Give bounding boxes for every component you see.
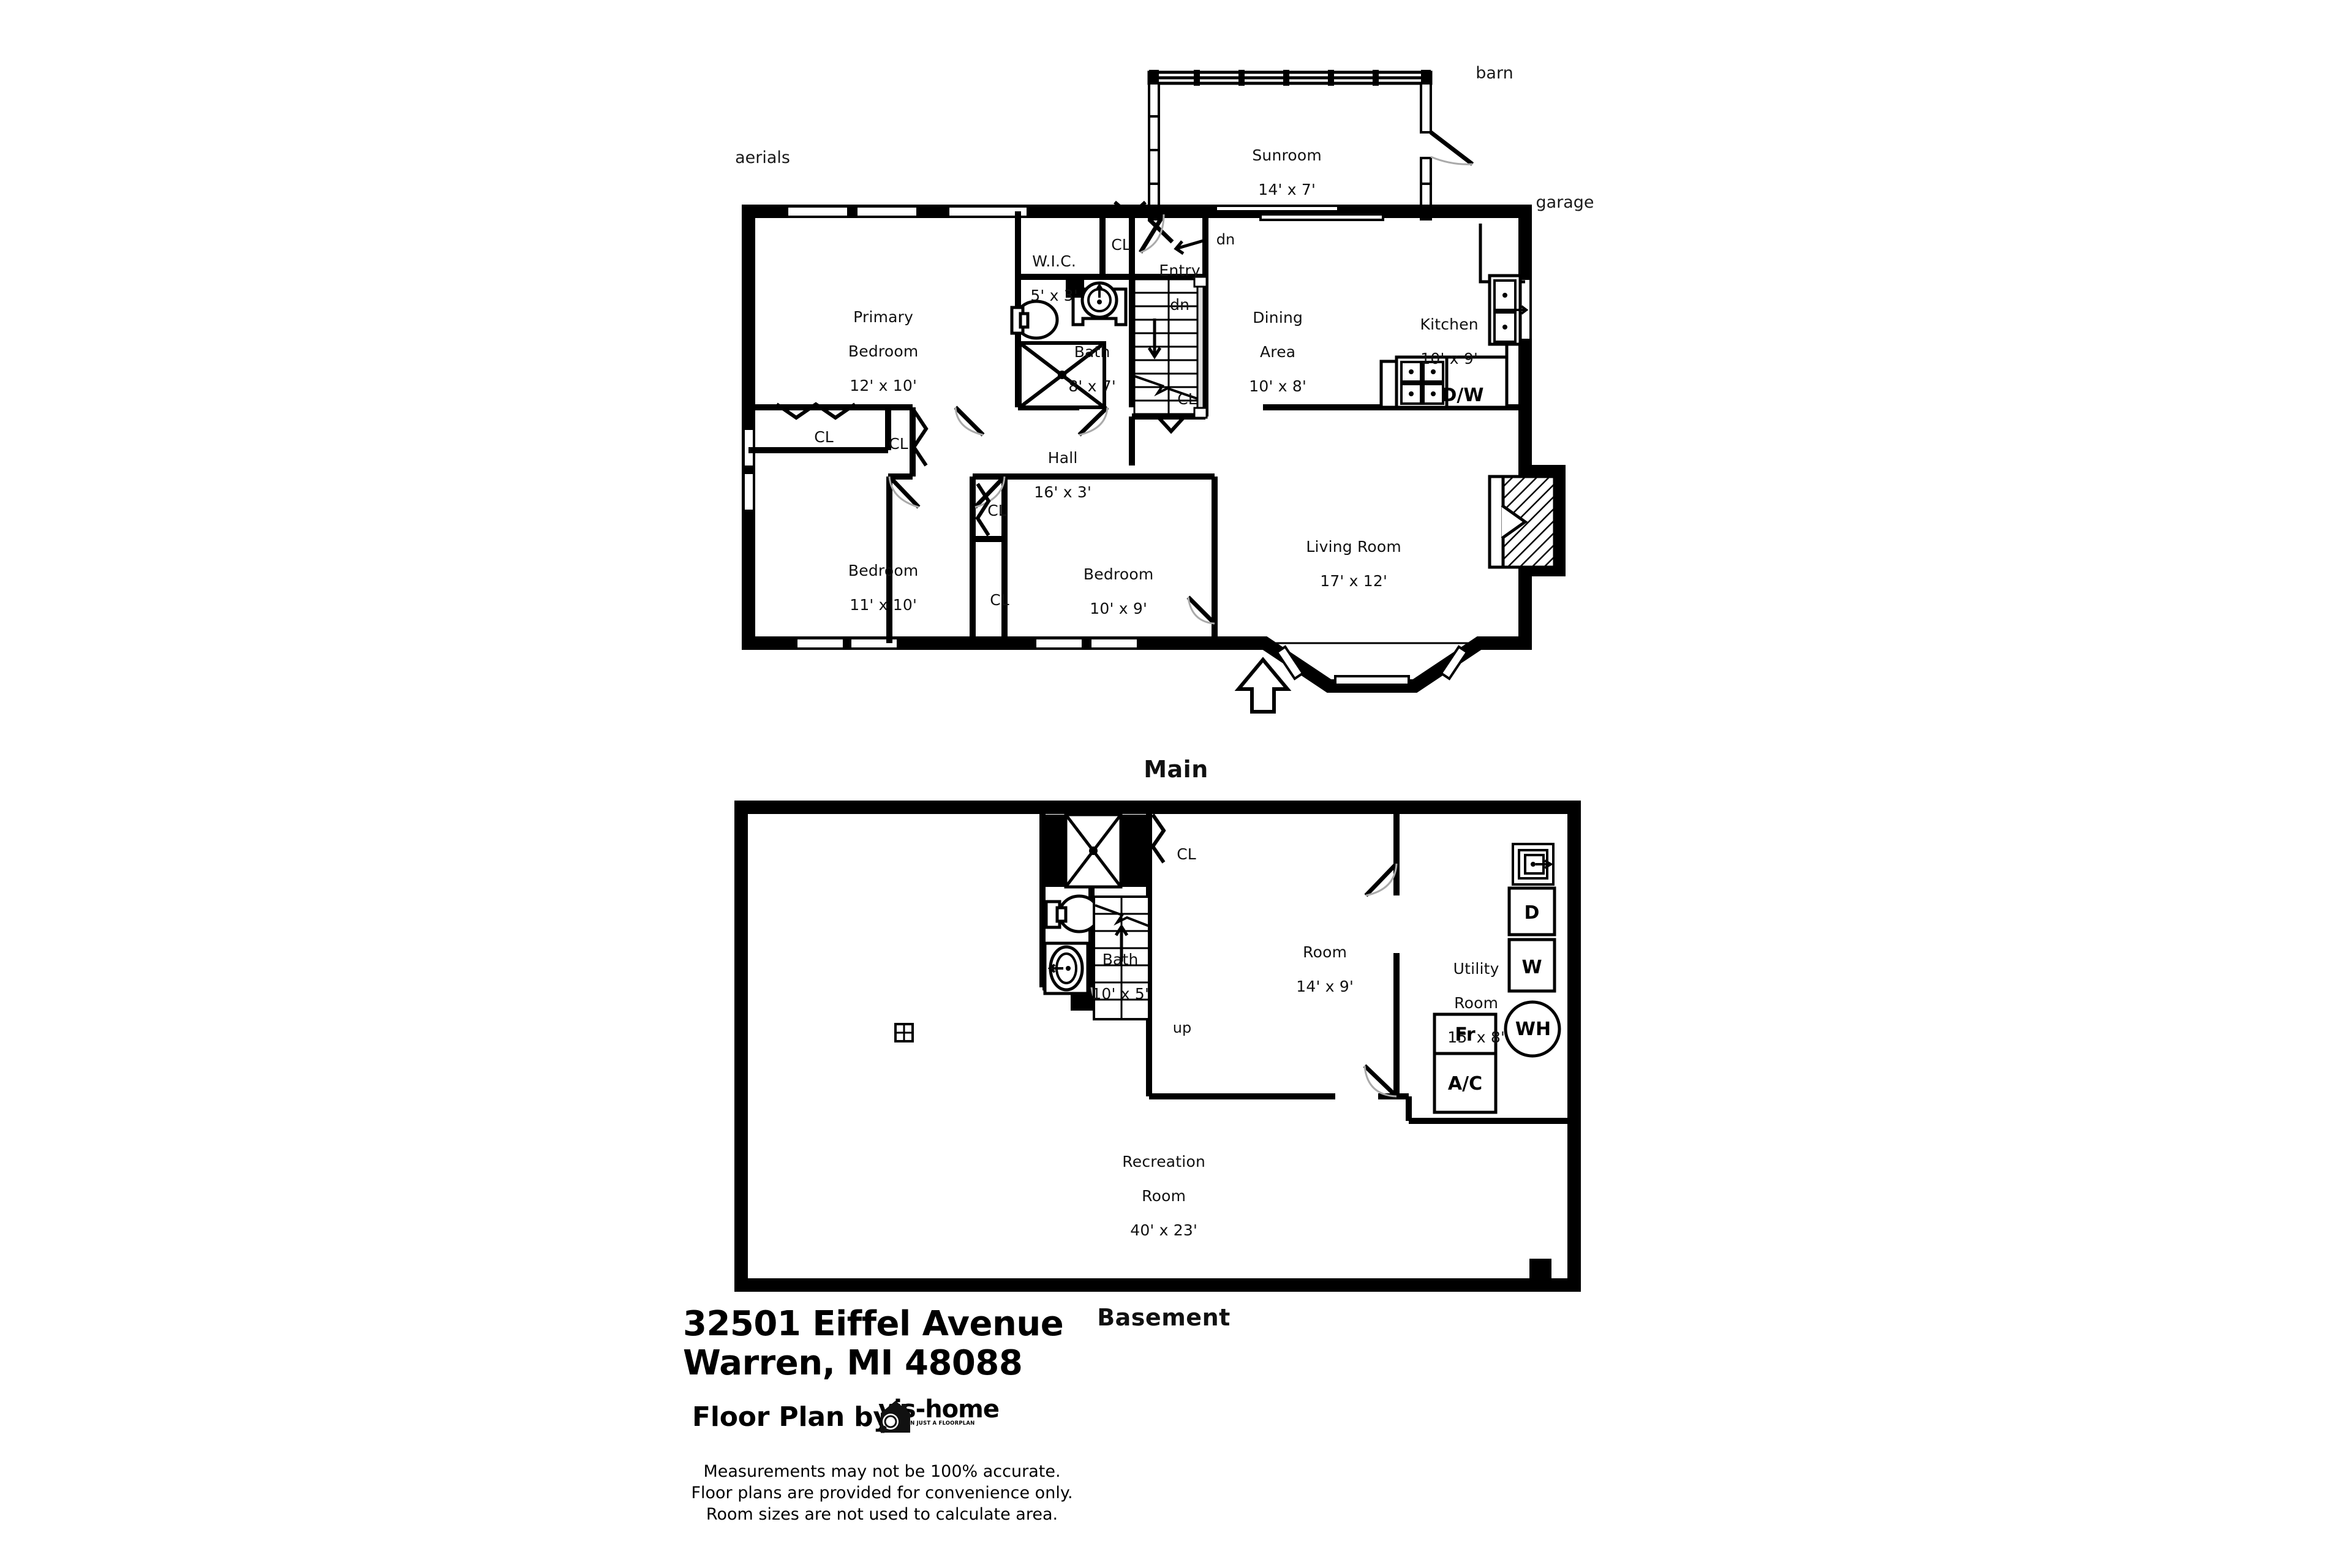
main-bath-fixtures <box>1010 277 1128 409</box>
room-name-line2: Bedroom <box>848 342 919 360</box>
room-name: Bedroom <box>1083 565 1154 583</box>
closet-label-bedroom-lower: CL <box>990 591 1009 609</box>
room-name-line2: Room <box>1142 1187 1186 1205</box>
room-name: Sunroom <box>1252 146 1322 164</box>
closet-label-wic-side: CL <box>1111 236 1131 254</box>
disclaimer-line-3: Room sizes are not used to calculate are… <box>706 1505 1058 1525</box>
vis-home-logo: vis-home MORE THAN JUST A FLOORPLAN <box>878 1397 1000 1433</box>
appliance-label-ac: A/C <box>1447 1073 1483 1095</box>
room-name-line1: Primary <box>853 308 914 326</box>
room-name-line2: Area <box>1259 343 1296 361</box>
room-label-bedroom-10x9: Bedroom 10' x 9' <box>1052 549 1175 617</box>
house-logo-icon <box>880 1401 910 1433</box>
room-dims: 11' x 10' <box>850 596 918 614</box>
room-dims: 40' x 23' <box>1130 1221 1198 1239</box>
basement-stairs <box>1093 895 1150 1020</box>
main-stairs <box>1133 276 1208 419</box>
room-name-line1: Recreation <box>1122 1153 1205 1170</box>
room-label-entry: Entry dn <box>1138 245 1212 314</box>
room-dims: 14' x 7' <box>1258 181 1316 198</box>
room-name-line2: Room <box>1454 994 1499 1012</box>
room-name: Bath <box>1074 343 1110 361</box>
disclaimer-line-2: Floor plans are provided for convenience… <box>691 1483 1073 1503</box>
floor-plan-by-label: Floor Plan by <box>692 1401 891 1433</box>
context-label-barn: barn <box>1476 64 1513 83</box>
room-name: Living Room <box>1306 538 1401 556</box>
room-label-recreation-room: Recreation Room 40' x 23' <box>1085 1136 1232 1239</box>
room-label-primary-bedroom: Primary Bedroom 12' x 10' <box>817 292 940 394</box>
closet-label-left-hall: CL <box>814 428 834 446</box>
room-dims: 10' x 8' <box>1249 377 1307 395</box>
room-name: Kitchen <box>1420 315 1479 333</box>
appliance-label-water-heater: WH <box>1515 1019 1551 1040</box>
room-label-bedroom-11x10: Bedroom 11' x 10' <box>817 545 940 614</box>
appliance-label-dishwasher: D/W <box>1441 385 1484 406</box>
closet-label-stairs: CL <box>1177 390 1197 408</box>
room-label-living-room: Living Room 17' x 12' <box>1275 521 1422 590</box>
room-name-line1: Dining <box>1253 309 1303 326</box>
floor-label-main: Main <box>1144 756 1208 783</box>
basement-walls <box>734 801 1581 1292</box>
appliance-label-washer: W <box>1521 957 1542 978</box>
closet-label-bedroom-upper: CL <box>987 502 1007 519</box>
room-label-bath-main: Bath 8' x 7' <box>1038 326 1136 395</box>
basement-bath-fixtures <box>1043 894 1123 1019</box>
room-name: W.I.C. <box>1032 252 1077 270</box>
address-line-2: Warren, MI 48088 <box>683 1343 1023 1383</box>
logo-tagline: MORE THAN JUST A FLOORPLAN <box>878 1420 975 1427</box>
room-dims: 8' x 7' <box>1068 377 1116 395</box>
basement-doors <box>1363 862 1398 1098</box>
kitchen-fixtures <box>1379 224 1529 409</box>
appliance-label-dryer: D <box>1524 902 1540 924</box>
address-line-1: 32501 Eiffel Avenue <box>683 1304 1064 1344</box>
room-dims: 10' x 9' <box>1090 600 1148 617</box>
disclaimer-block: Measurements may not be 100% accurate. F… <box>662 1461 1102 1525</box>
room-dims: 10' x 5' <box>1091 985 1150 1003</box>
stair-note-up: up <box>1172 1019 1192 1036</box>
appliance-label-furnace: Fr <box>1455 1024 1476 1046</box>
room-label-kitchen: Kitchen 10' x 9' <box>1389 299 1499 368</box>
room-label-room-14x9: Room 14' x 9' <box>1259 927 1381 995</box>
room-name: Entry <box>1159 262 1200 279</box>
main-floor-doors <box>775 200 1216 625</box>
room-dims: 17' x 12' <box>1320 572 1388 590</box>
basement-shower <box>1064 813 1123 889</box>
basement-column <box>894 1023 914 1042</box>
fireplace <box>1488 475 1556 569</box>
utility-appliance-shapes <box>1433 843 1561 1114</box>
context-label-garage: garage <box>1536 193 1594 212</box>
room-label-wic: W.I.C. 5' x 3' <box>994 236 1104 304</box>
entry-direction-arrow <box>1234 657 1292 714</box>
room-dims: 15' x 8' <box>1447 1028 1506 1046</box>
room-name: Hall <box>1047 449 1078 467</box>
page-title-address: 32501 Eiffel Avenue Warren, MI 48088 <box>683 1305 1075 1383</box>
room-note: dn <box>1170 296 1190 314</box>
room-name: Room <box>1303 943 1348 961</box>
room-name: Bedroom <box>848 562 919 579</box>
room-dims: 14' x 9' <box>1296 978 1354 995</box>
room-label-bath-basement: Bath 10' x 5' <box>1066 934 1164 1003</box>
room-name: Bath <box>1102 951 1139 968</box>
stair-note-dn-right: dn <box>1216 231 1235 248</box>
room-dims: 5' x 3' <box>1030 287 1078 304</box>
floor-label-basement: Basement <box>1097 1304 1231 1331</box>
disclaimer-line-1: Measurements may not be 100% accurate. <box>703 1462 1061 1481</box>
bay-window <box>1263 640 1481 689</box>
room-label-utility-room: Utility Room 15' x 8' <box>1416 943 1526 1046</box>
context-label-aerials: aerials <box>735 148 790 167</box>
room-dims: 16' x 3' <box>1034 483 1092 501</box>
room-dims: 12' x 10' <box>850 377 918 394</box>
room-name-line1: Utility <box>1453 960 1499 978</box>
room-label-sunroom: Sunroom 14' x 7' <box>1221 130 1343 198</box>
closet-label-basement: CL <box>1177 845 1196 863</box>
room-label-dining-area: Dining Area 10' x 8' <box>1218 292 1328 395</box>
room-dims: 10' x 9' <box>1420 350 1479 368</box>
basement-closet-door <box>1150 813 1166 864</box>
main-floor-windows <box>742 205 1532 650</box>
closet-label-hall-small: CL <box>889 435 908 453</box>
room-label-hall: Hall 16' x 3' <box>1003 432 1113 501</box>
basement-wall-blocks <box>1042 815 1551 1282</box>
